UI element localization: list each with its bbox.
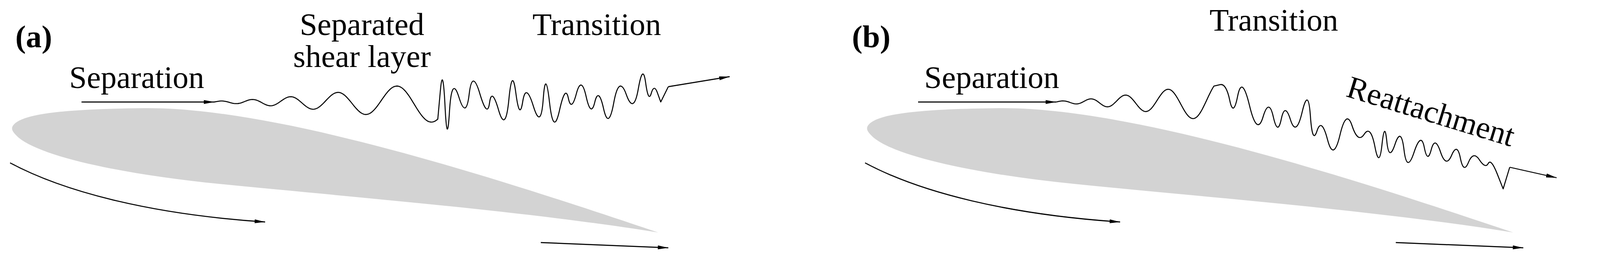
airfoil (867, 108, 1514, 233)
freestream-arrow (10, 163, 266, 223)
region-label: Separated shear layer (287, 8, 437, 74)
freestream-arrow (865, 163, 1121, 223)
wake-arrow (540, 242, 669, 249)
region-label: Transition (532, 8, 661, 41)
panel-label: (a) (15, 21, 53, 54)
region-label: Transition (1209, 4, 1338, 37)
shear-layer-signal (214, 74, 669, 130)
panel-label: (b) (851, 21, 891, 54)
panel-a-drawing (10, 102, 669, 249)
region-label: Separation (69, 61, 205, 94)
airfoil (12, 108, 659, 233)
region-label: Separation (924, 61, 1060, 94)
separation-arrow (918, 101, 1057, 103)
region-label: Reattachment (1343, 70, 1519, 153)
separation-arrow (81, 101, 215, 103)
signal-arrow (668, 76, 730, 87)
wake-arrow (1395, 242, 1524, 249)
signal-arrow (1509, 167, 1557, 178)
